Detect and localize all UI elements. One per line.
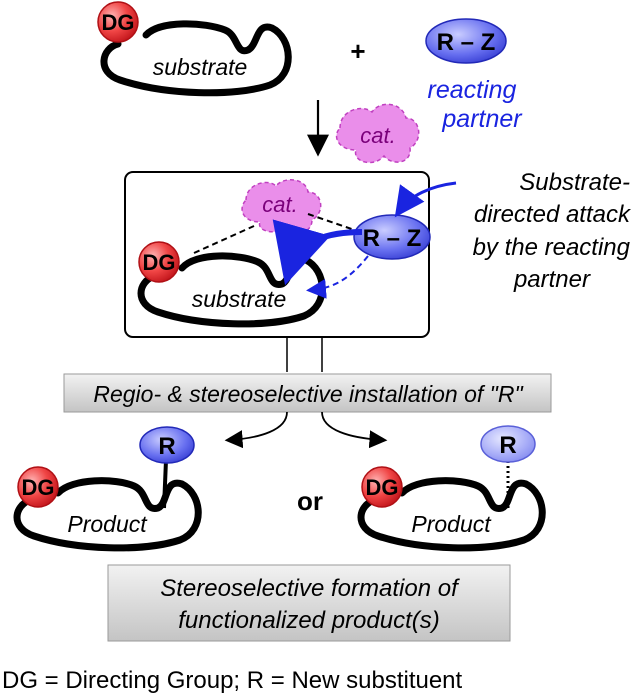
dg-ball-left — [17, 466, 59, 508]
substrate-label-top: substrate — [153, 54, 248, 80]
attack-arrow-main — [272, 219, 363, 286]
rz-ellipse — [425, 18, 507, 64]
substrate-label-box: substrate — [192, 286, 287, 312]
product-loop-right — [357, 477, 546, 552]
cat-label-box: cat. — [262, 192, 297, 217]
reacting-partner-line1: reacting — [428, 76, 517, 104]
dg-ball-box — [138, 241, 180, 283]
product-arrow-left — [224, 411, 288, 449]
dg-ball-top — [97, 1, 139, 43]
r-label-left: R — [158, 433, 175, 460]
substrate-top: DG substrate — [97, 1, 292, 97]
reacting-partner-line2: partner — [441, 105, 523, 133]
product-arrow-right — [321, 411, 388, 449]
coord-dash-1 — [193, 225, 255, 254]
attack-line4: partner — [513, 266, 591, 293]
plus-sign: + — [350, 36, 365, 66]
reacting-partner: R – Z reacting partner — [425, 18, 523, 133]
product-label-left: Product — [67, 511, 148, 537]
product-left: R DG Product — [13, 426, 202, 552]
dg-label-left: DG — [22, 475, 55, 500]
dg-label-right: DG — [366, 475, 399, 500]
dg-label-box: DG — [143, 250, 176, 275]
cat-label-top: cat. — [360, 123, 395, 148]
catalyst-box: cat. — [241, 179, 322, 233]
installation-banner: Regio- & stereoselective installation of… — [63, 373, 552, 413]
attack-description: Substrate- directed attack by the reacti… — [473, 169, 632, 293]
product-label-right: Product — [411, 511, 492, 537]
attack-line2: directed attack — [474, 201, 632, 228]
rz-label: R – Z — [437, 29, 496, 56]
formation-box — [107, 564, 511, 642]
r-ellipse-left — [139, 426, 195, 464]
attack-arrow-dashed — [306, 255, 369, 299]
coord-dash-2 — [307, 213, 373, 237]
catalyst-blob — [335, 103, 420, 164]
product-loop-left — [13, 477, 202, 552]
dg-ball-right — [361, 466, 403, 508]
r-label-right: R — [499, 432, 516, 459]
formation-line2: functionalized product(s) — [178, 607, 439, 634]
attack-line1: Substrate- — [519, 169, 630, 196]
rz-ellipse-box — [353, 214, 431, 260]
substrate-box: DG substrate — [137, 241, 326, 328]
attack-line3: by the reacting — [473, 234, 631, 261]
catalyst-top: cat. — [335, 103, 420, 164]
rz-box: R – Z — [353, 214, 431, 260]
formation-banner: Stereoselective formation of functionali… — [107, 564, 511, 642]
dg-label-top: DG — [102, 10, 135, 35]
product-right: R DG Product — [357, 425, 546, 552]
attack-arrow-label — [394, 181, 457, 218]
formation-line1: Stereoselective formation of — [160, 575, 460, 602]
legend-footer: DG = Directing Group; R = New substituen… — [2, 667, 463, 694]
r-bond-left — [162, 459, 168, 509]
rz-label-box: R – Z — [363, 225, 422, 252]
banner-box — [63, 373, 552, 413]
substrate-loop — [100, 20, 292, 97]
or-label: or — [297, 486, 323, 516]
catalyst-blob-box — [241, 179, 322, 233]
banner-text: Regio- & stereoselective installation of… — [93, 381, 524, 407]
r-ellipse-right — [480, 425, 536, 463]
